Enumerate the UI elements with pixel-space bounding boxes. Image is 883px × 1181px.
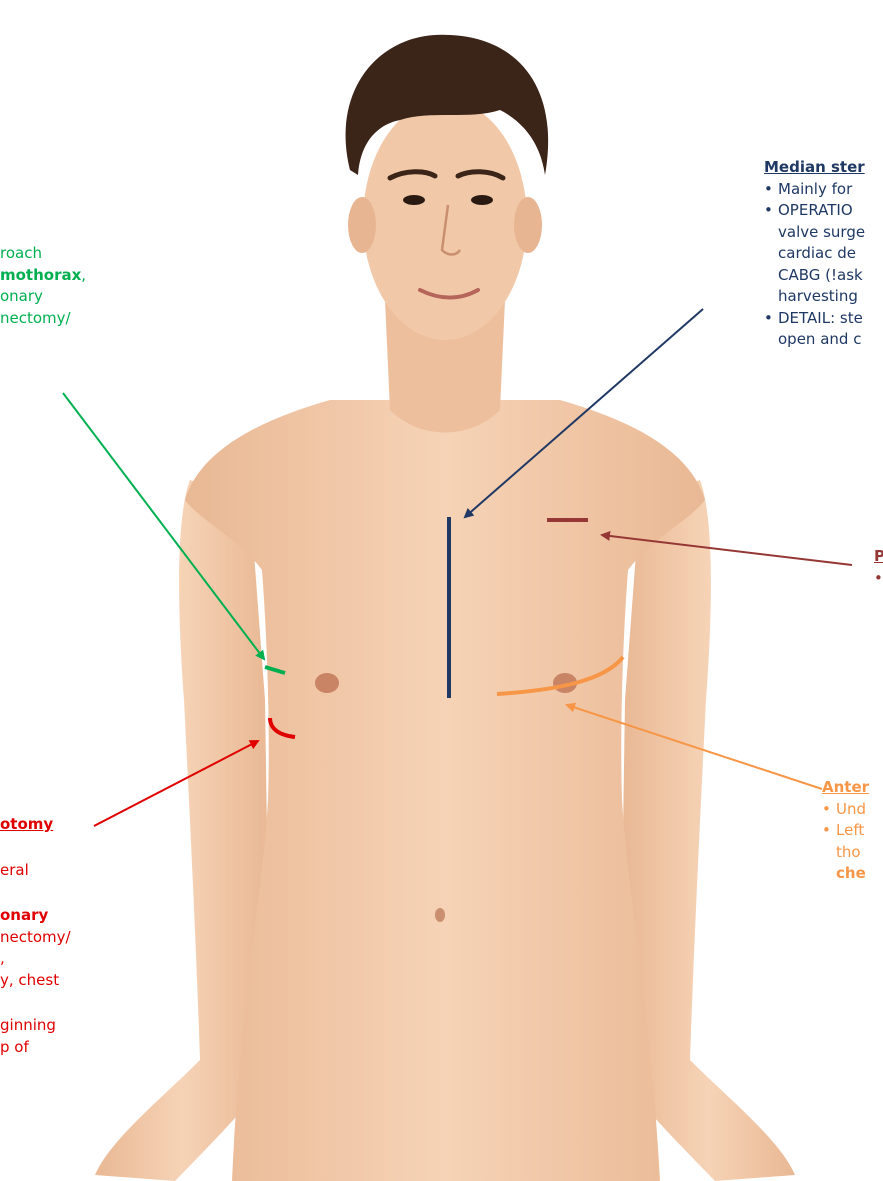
orange-title: Anter [822, 777, 869, 799]
median-item: DETAIL: ste open and c [764, 308, 865, 351]
right-ear [514, 197, 542, 253]
median-title: Median ster [764, 157, 865, 179]
orange-item: Und [822, 799, 869, 821]
red-thoracotomy-label: otomy eral onary nectomy/ , y, chest gin… [0, 814, 71, 1058]
green-approach-label: roach mothorax, onary nectomy/ [0, 243, 86, 329]
maroon-bullet: • [874, 568, 883, 590]
navel [435, 908, 445, 922]
median-item: OPERATIO valve surge cardiac de CABG (!a… [764, 200, 865, 308]
median-item: Mainly for [764, 179, 865, 201]
maroon-title: P [874, 546, 883, 568]
median-list: Mainly for OPERATIO valve surge cardiac … [764, 179, 865, 351]
left-nipple [315, 673, 339, 693]
red-title: otomy [0, 814, 71, 836]
anterolateral-label: Anter Und Left tho che [822, 777, 869, 885]
maroon-label: P • [874, 546, 883, 589]
left-eye [403, 195, 425, 205]
median-sternotomy-label: Median ster Mainly for OPERATIO valve su… [764, 157, 865, 351]
orange-list: Und Left tho che [822, 799, 869, 885]
orange-item: Left tho che [822, 820, 869, 885]
right-eye [471, 195, 493, 205]
human-figure [95, 35, 795, 1181]
left-ear [348, 197, 376, 253]
